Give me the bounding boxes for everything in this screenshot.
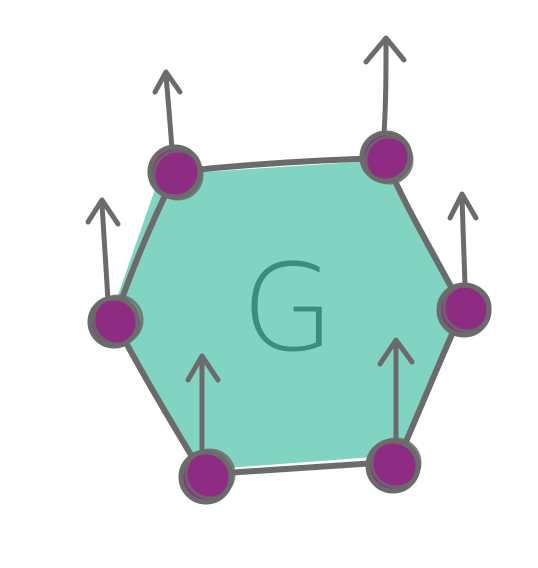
node-bottom-left	[178, 448, 236, 505]
arrow-head	[447, 191, 479, 221]
node-body	[147, 144, 203, 200]
arrow-bottom-left	[185, 353, 221, 458]
arrow-right	[447, 191, 479, 288]
arrow-bottom-right	[377, 337, 415, 443]
node-left	[87, 294, 144, 349]
arrow-head	[363, 35, 407, 65]
arrow-head	[85, 197, 121, 227]
node-ring	[92, 294, 144, 346]
node-ring	[370, 437, 422, 489]
node-ring	[152, 149, 204, 201]
hexagon-shape	[110, 160, 465, 470]
arrow-left	[85, 197, 121, 303]
node-ring	[442, 283, 492, 333]
node-top-right	[359, 130, 414, 185]
arrow-top-left	[152, 69, 183, 153]
node-right	[436, 282, 492, 338]
arrow-shaft	[381, 39, 389, 138]
arrow-shaft	[163, 72, 175, 153]
node-ring	[184, 448, 236, 500]
arrow-head	[377, 337, 415, 367]
arrow-top-right	[363, 35, 407, 138]
node-bottom-right	[365, 437, 422, 494]
node-body	[87, 295, 141, 349]
center-label: G	[242, 240, 335, 379]
node-body	[359, 130, 413, 184]
arrow-head	[185, 353, 221, 383]
node-body	[365, 438, 421, 494]
node-top-left	[147, 144, 204, 201]
arrow-shaft	[99, 202, 111, 303]
arrow-shaft	[459, 195, 468, 288]
node-ring	[364, 135, 414, 185]
arrow-head	[152, 69, 183, 95]
